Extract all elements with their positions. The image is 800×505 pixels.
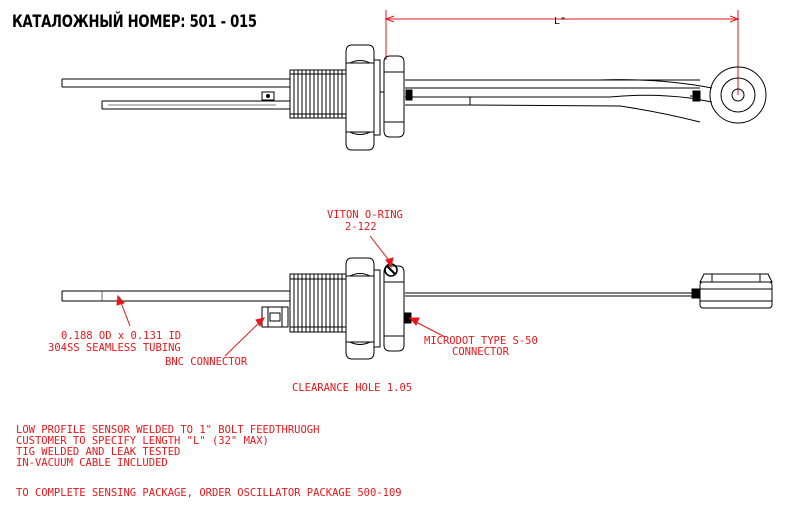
tubing-label-line1: 0.188 OD x 0.131 ID bbox=[61, 330, 182, 342]
threaded-bolt-top bbox=[289, 69, 347, 119]
note-line: IN-VACUUM CABLE INCLUDED bbox=[16, 457, 168, 469]
sensor-head-top bbox=[709, 66, 767, 124]
jam-nut-side bbox=[383, 265, 405, 352]
top-view: L" bbox=[61, 10, 767, 151]
note-line: TIG WELDED AND LEAK TESTED bbox=[16, 446, 181, 458]
hex-nut-side bbox=[345, 257, 375, 360]
dimension-l-label: L" bbox=[554, 16, 566, 27]
viton-label-line2: 2-122 bbox=[345, 221, 377, 233]
upper-tube bbox=[61, 78, 700, 89]
lower-tube bbox=[101, 96, 471, 110]
dimension-l bbox=[384, 10, 740, 95]
jam-nut-top bbox=[383, 55, 405, 138]
microdot-label-line1: MICRODOT TYPE S-50 bbox=[424, 335, 538, 347]
tubing-label-line2: 304SS SEAMLESS TUBING bbox=[48, 342, 181, 354]
sensor-head-side bbox=[699, 273, 773, 309]
note-line: CUSTOMER TO SPECIFY LENGTH "L" (32" MAX) bbox=[16, 435, 269, 447]
clearance-hole-label: CLEARANCE HOLE 1.05 bbox=[292, 382, 413, 394]
notes-block: LOW PROFILE SENSOR WELDED TO 1" BOLT FEE… bbox=[16, 425, 319, 469]
bnc-label: BNC CONNECTOR bbox=[165, 356, 248, 368]
viton-label-line1: VITON O-RING bbox=[327, 209, 403, 221]
threaded-bolt-side bbox=[289, 273, 347, 333]
sensor-arm-top bbox=[469, 79, 713, 123]
side-tube bbox=[61, 290, 700, 302]
microdot-label-line2: CONNECTOR bbox=[452, 346, 509, 358]
bnc-connector-side bbox=[261, 306, 289, 328]
bnc-connector-top bbox=[261, 91, 275, 101]
hex-nut-top bbox=[345, 44, 375, 151]
side-view bbox=[61, 257, 773, 360]
page-title: КАТАЛОЖНЫЙ НОМЕР: 501 - 015 bbox=[12, 12, 257, 32]
footer-note: TO COMPLETE SENSING PACKAGE, ORDER OSCIL… bbox=[16, 487, 402, 499]
note-line: LOW PROFILE SENSOR WELDED TO 1" BOLT FEE… bbox=[16, 424, 320, 436]
leader-lines bbox=[116, 235, 446, 357]
